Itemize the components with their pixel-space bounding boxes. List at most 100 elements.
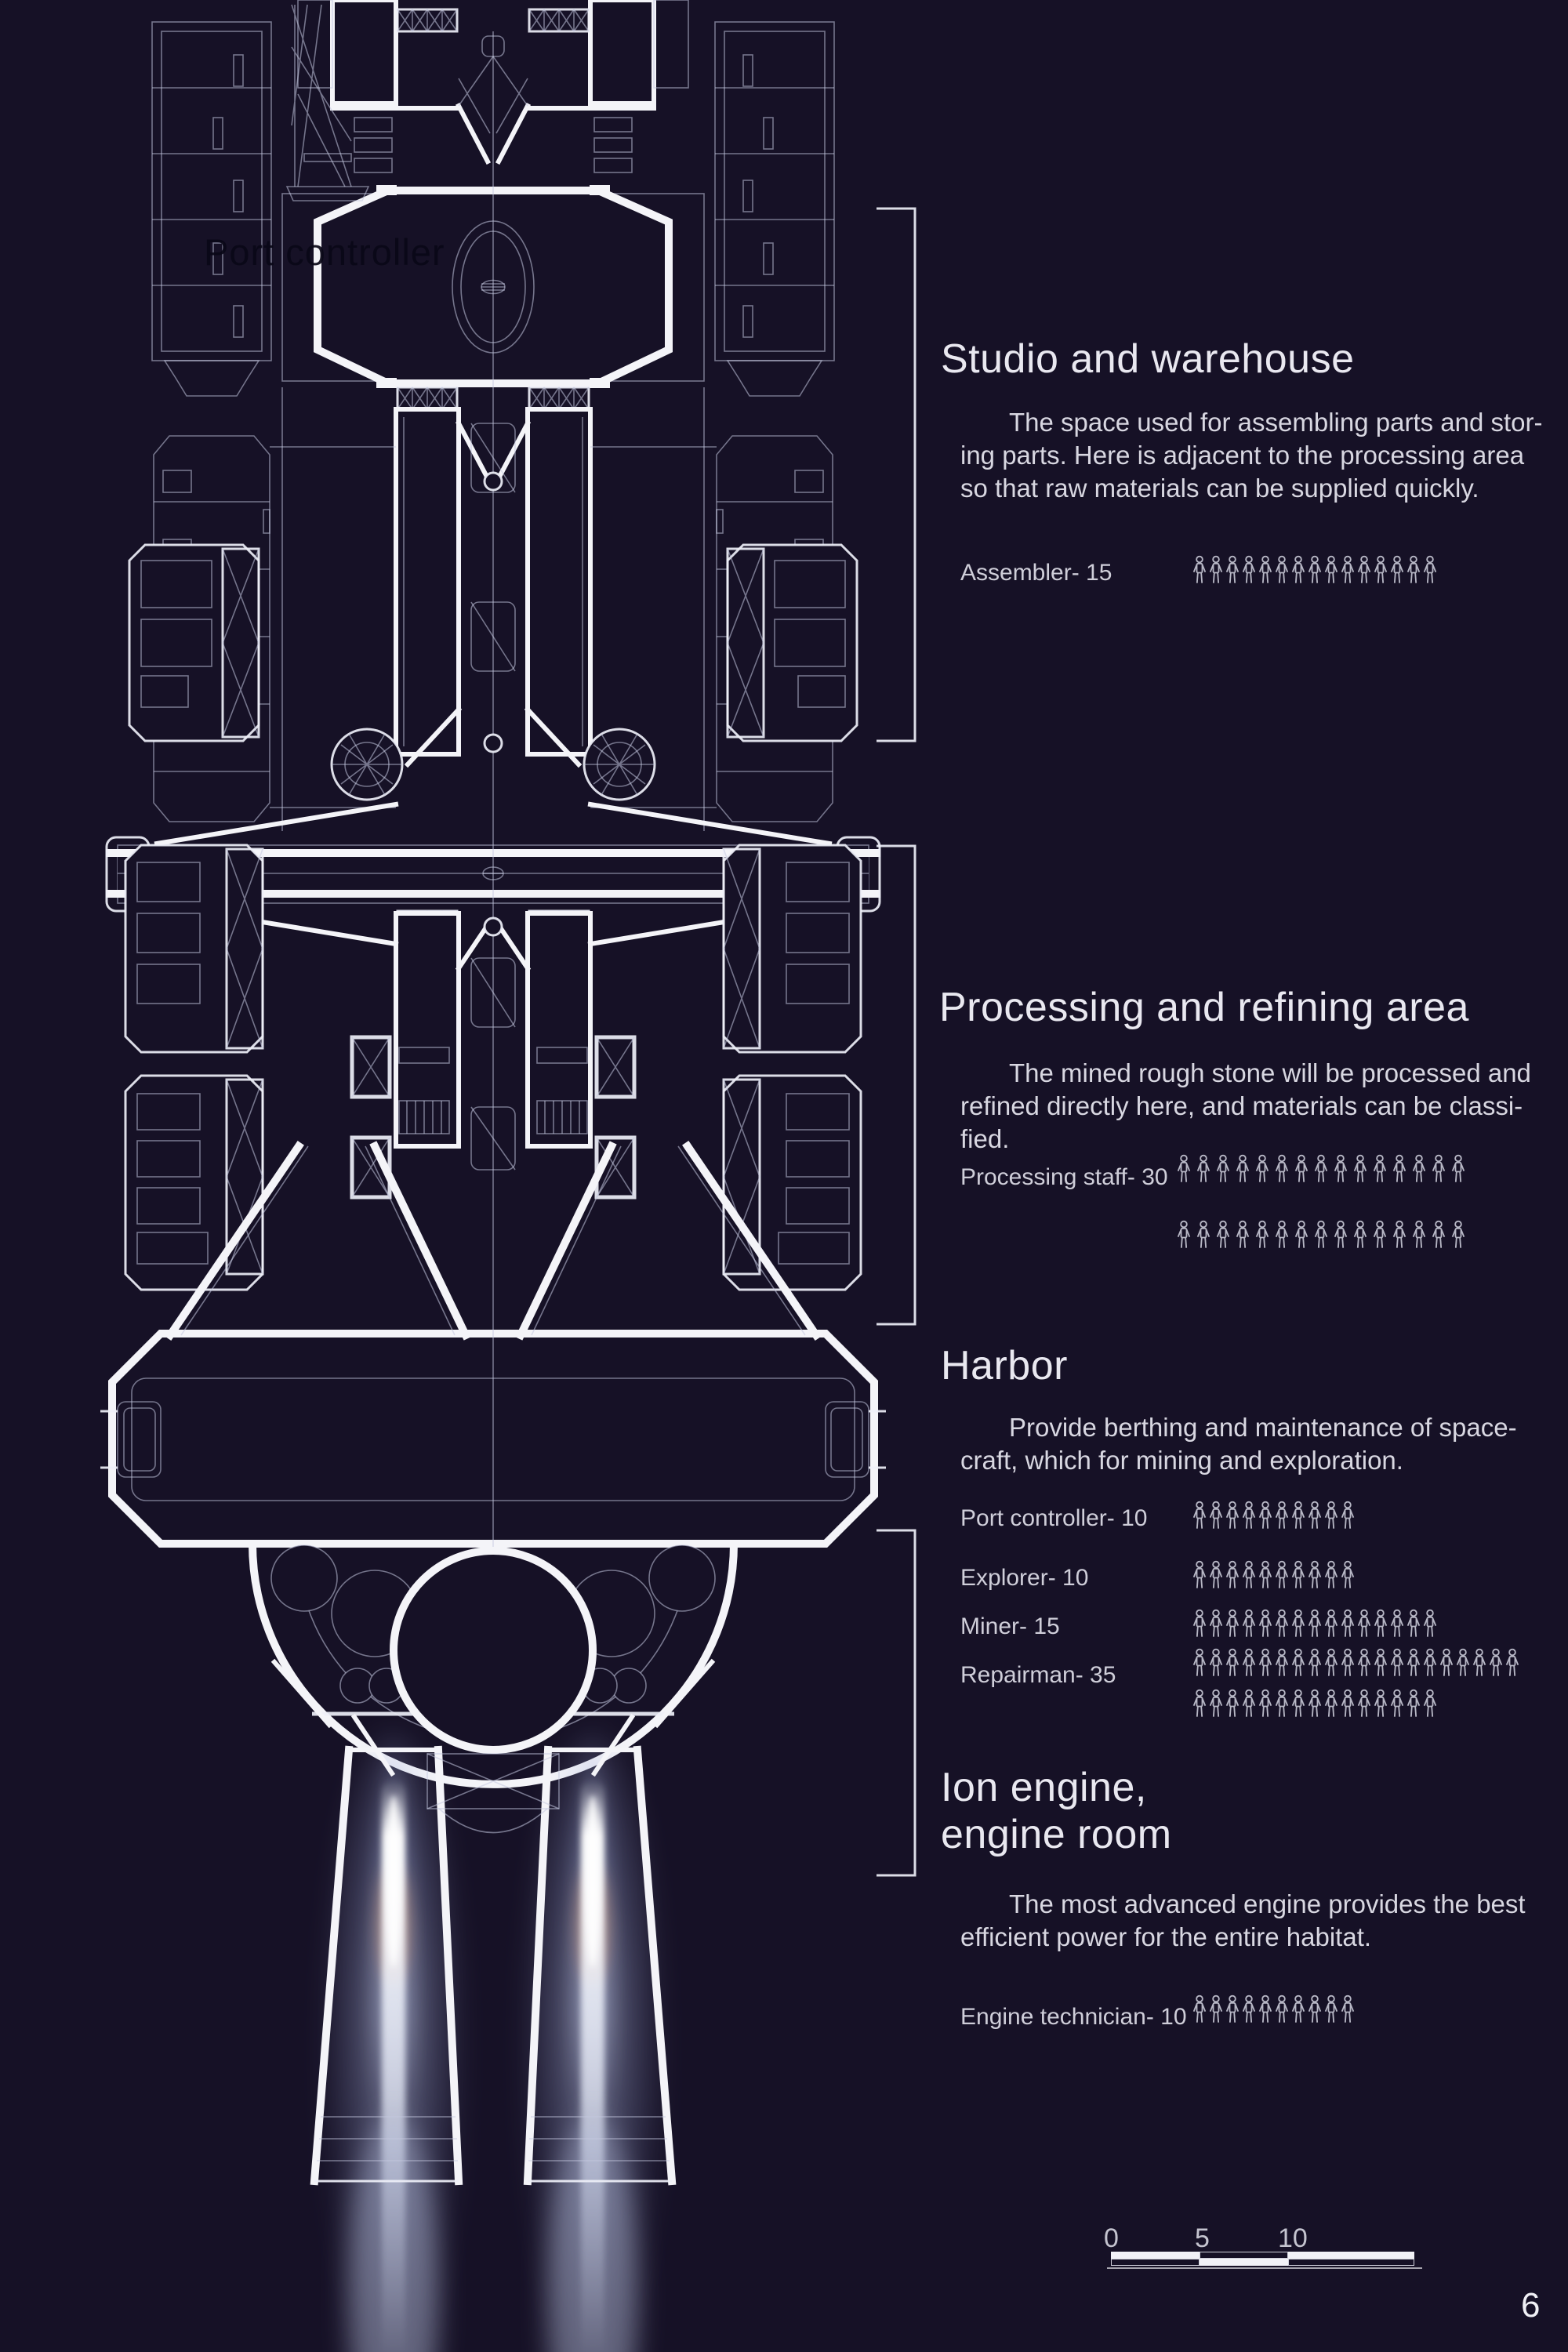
person-icon (1323, 1646, 1339, 1679)
person-icon (1208, 1646, 1224, 1679)
main-tank (390, 1547, 597, 1754)
person-icon (1455, 1646, 1471, 1679)
person-icon (1290, 1559, 1306, 1592)
scale-label-5: 5 (1195, 2223, 1210, 2253)
person-icon (1258, 1607, 1273, 1640)
person-icon (1290, 1499, 1306, 1532)
person-icon (1294, 1152, 1309, 1185)
miner-pictographs (1192, 1607, 1439, 1648)
person-icon (1215, 1152, 1231, 1185)
person-icon (1372, 1218, 1388, 1251)
person-icon (1192, 554, 1207, 586)
person-icon (1208, 1687, 1224, 1720)
person-icon (1307, 1646, 1323, 1679)
person-icon (1192, 1559, 1207, 1592)
processing-pod-lower (124, 1074, 264, 1291)
person-icon (1208, 1499, 1224, 1532)
person-icon (1307, 554, 1323, 586)
person-icon (1422, 1607, 1438, 1640)
person-icon (1176, 1152, 1192, 1185)
person-icon (1372, 1152, 1388, 1185)
person-icon (1274, 1559, 1290, 1592)
person-icon (1373, 1646, 1388, 1679)
person-icon (1333, 1152, 1348, 1185)
person-icon (1307, 1687, 1323, 1720)
person-icon (1422, 1646, 1438, 1679)
person-icon (1450, 1152, 1466, 1185)
person-icon (1504, 1646, 1520, 1679)
person-icon (1225, 1687, 1240, 1720)
propellant-tanks (270, 1544, 444, 1777)
person-icon (1241, 1687, 1257, 1720)
person-icon (1373, 554, 1388, 586)
person-icon (1340, 554, 1356, 586)
person-icon (1340, 1646, 1356, 1679)
person-icon (1323, 1607, 1339, 1640)
person-icon (1192, 1646, 1207, 1679)
side-ledges (593, 117, 633, 173)
person-icon (1406, 1607, 1421, 1640)
bracket-harbor (877, 1529, 916, 1877)
person-icon (1340, 1607, 1356, 1640)
person-icon (1431, 1218, 1446, 1251)
person-icon (1431, 1152, 1446, 1185)
person-icon (1290, 1993, 1306, 2026)
person-icon (1215, 1218, 1231, 1251)
person-icon (1290, 1687, 1306, 1720)
engine-technician-pictographs (1192, 1993, 1356, 2034)
person-icon (1352, 1152, 1368, 1185)
person-icon (1290, 1646, 1306, 1679)
person-icon (1225, 1559, 1240, 1592)
person-icon (1274, 1687, 1290, 1720)
person-icon (1392, 1218, 1407, 1251)
section-heading-harbor: Harbor (941, 1343, 1068, 1388)
person-icon (1411, 1218, 1427, 1251)
person-icon (1274, 1607, 1290, 1640)
repairman-pictographs (1192, 1646, 1521, 1728)
person-icon (1192, 1687, 1207, 1720)
radiator-panel (151, 21, 272, 397)
person-icon (1225, 1993, 1240, 2026)
person-icon (1192, 1993, 1207, 2026)
person-icon (1439, 1646, 1454, 1679)
person-icon (1450, 1218, 1466, 1251)
hull-center-front (390, 31, 597, 1834)
person-icon (1307, 1499, 1323, 1532)
person-icon (1488, 1646, 1504, 1679)
port-controller-overlay-label: Port controller (204, 231, 445, 273)
person-icon (1389, 1646, 1405, 1679)
section-body-processing: The mined rough stone will be processed … (960, 1058, 1531, 1153)
person-icon (1196, 1218, 1211, 1251)
person-icon (1373, 1607, 1388, 1640)
section-heading-ion: Ion engine,engine room (941, 1765, 1172, 1857)
person-icon (1313, 1152, 1329, 1185)
person-icon (1340, 1687, 1356, 1720)
person-icon (1352, 1218, 1368, 1251)
person-icon (1274, 1152, 1290, 1185)
engine-nozzle (310, 1745, 463, 2186)
hull-side-elements (100, 0, 633, 2352)
person-icon (1340, 1499, 1356, 1532)
person-icon (1241, 1499, 1257, 1532)
person-icon (1389, 1607, 1405, 1640)
person-icon (1290, 1607, 1306, 1640)
page-number: 6 (1521, 2286, 1541, 2325)
person-icon (1307, 1993, 1323, 2026)
skirt-leg (165, 1141, 471, 1341)
person-icon (1290, 554, 1306, 586)
person-icon (1241, 1607, 1257, 1640)
processing-staff-pictographs (1176, 1152, 1470, 1284)
person-icon (1389, 1687, 1405, 1720)
person-icon (1356, 554, 1372, 586)
person-icon (1356, 1607, 1372, 1640)
person-icon (1323, 1687, 1339, 1720)
person-icon (1241, 554, 1257, 586)
person-icon (1254, 1152, 1270, 1185)
scale-bar: 0 5 10 (1102, 2223, 1432, 2270)
person-icon (1274, 554, 1290, 586)
person-icon (1208, 1607, 1224, 1640)
person-icon (1258, 1559, 1273, 1592)
person-icon (1241, 1993, 1257, 2026)
